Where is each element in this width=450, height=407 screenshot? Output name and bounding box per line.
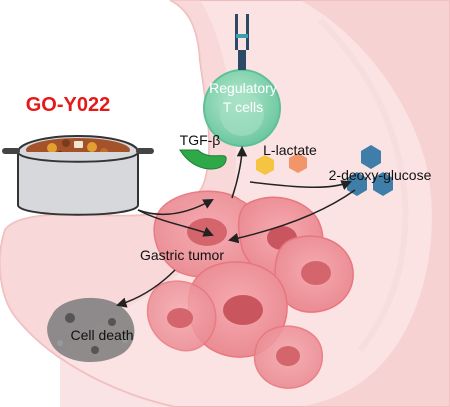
deoxyglucose-icon bbox=[347, 145, 393, 196]
receptor-icon bbox=[235, 14, 249, 70]
cell-death-label: Cell death bbox=[70, 327, 133, 343]
deoxyglucose-label: 2-deoxy-glucose bbox=[329, 167, 432, 183]
dead-cell-icon bbox=[47, 297, 135, 363]
l-lactate-label: L-lactate bbox=[263, 142, 317, 158]
soup-pot-icon bbox=[2, 135, 154, 216]
treg-label-line2: T cells bbox=[223, 99, 263, 115]
treg-label-line1: Regulatory bbox=[209, 80, 277, 96]
tgf-beta-label: TGF-β bbox=[180, 132, 221, 148]
arrows bbox=[115, 145, 356, 308]
tgf-beta-icon bbox=[179, 149, 227, 170]
gastric-tumor-label: Gastric tumor bbox=[140, 247, 224, 263]
l-lactate-icon bbox=[256, 153, 307, 175]
drug-name-label: GO-Y022 bbox=[26, 94, 110, 116]
